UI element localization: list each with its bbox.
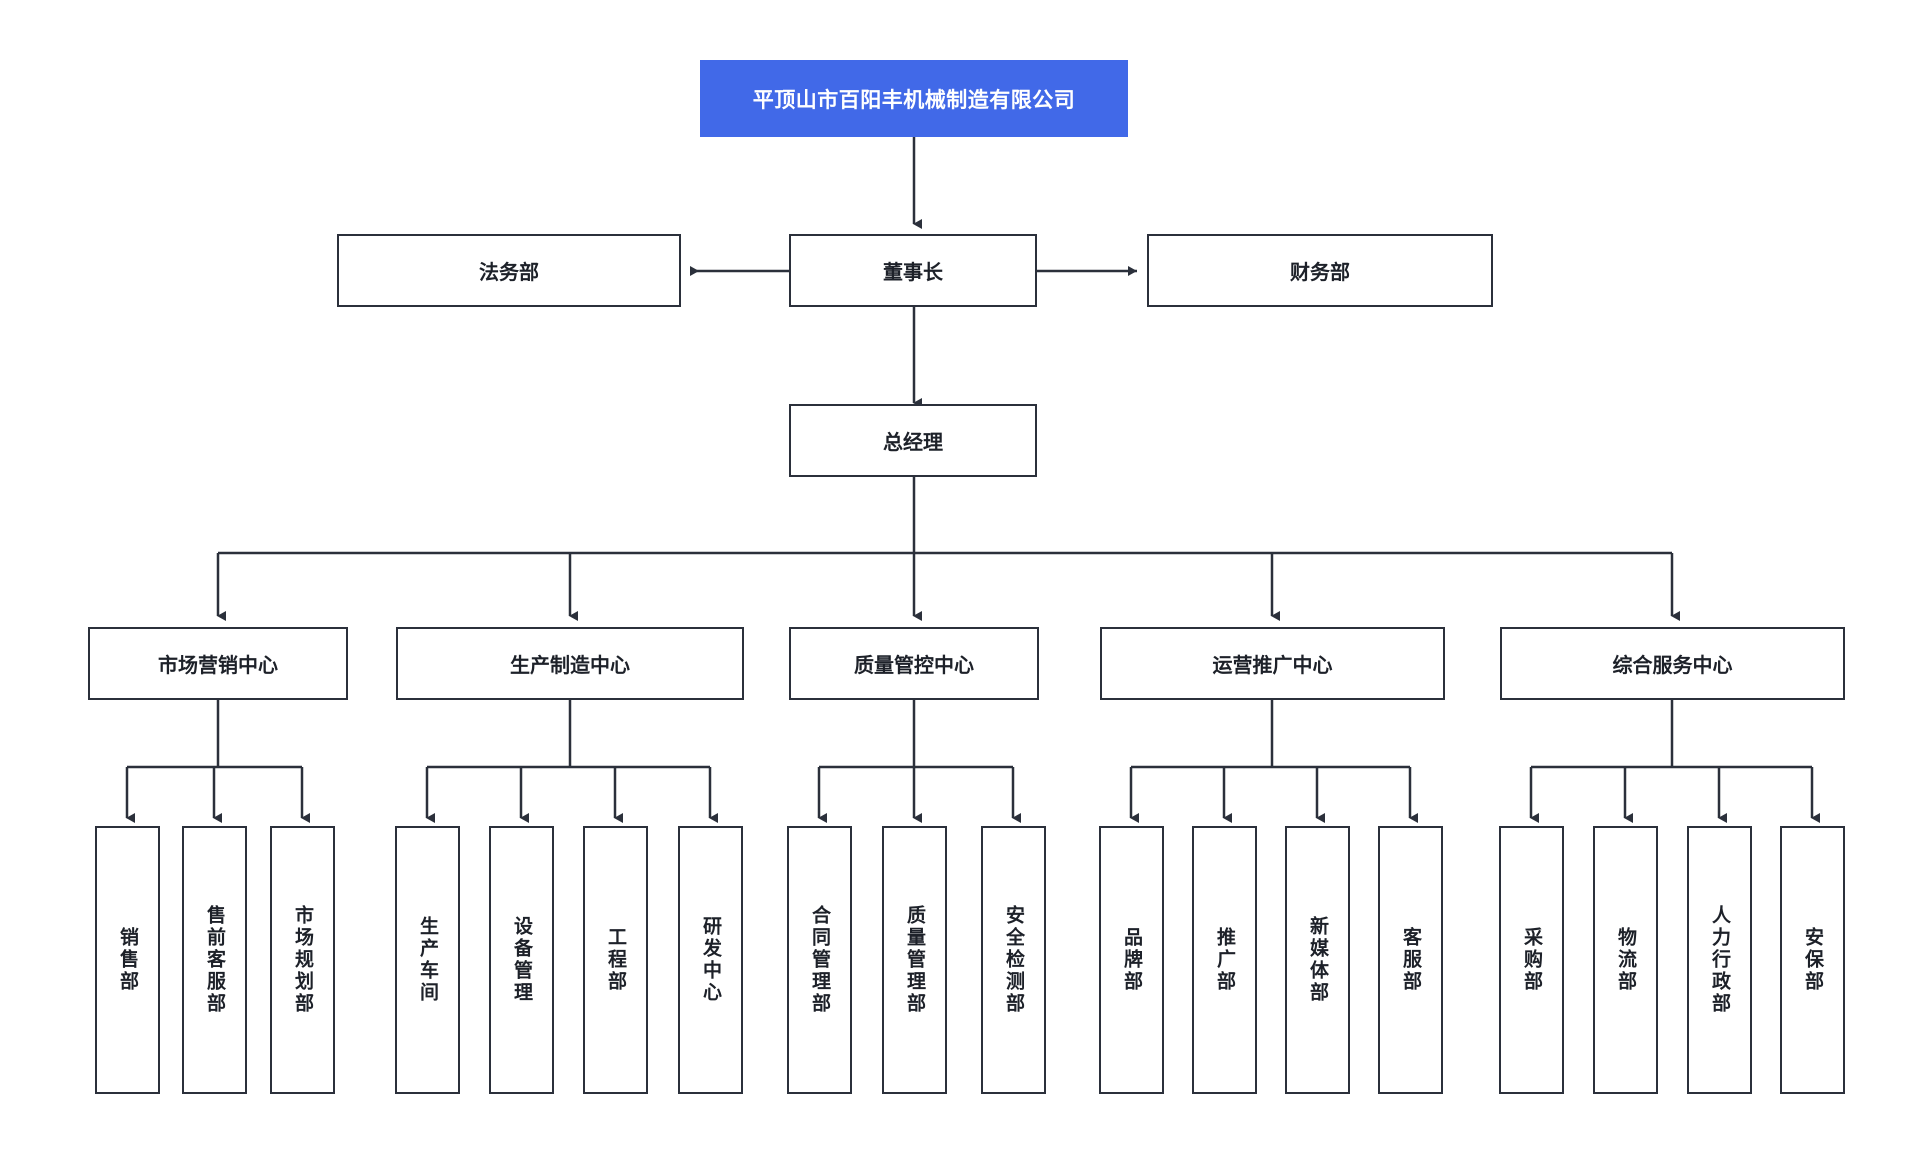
department-label-equipment-management: 设备管理	[511, 916, 532, 1004]
department-node-procurement[interactable]: 采购部	[1499, 826, 1564, 1094]
department-label-quality-management: 质量管理部	[904, 905, 925, 1015]
center-node-quality[interactable]: 质量管控中心	[789, 627, 1039, 700]
company-root-label: 平顶山市百阳丰机械制造有限公司	[752, 88, 1076, 112]
department-label-engineering: 工程部	[605, 927, 626, 993]
department-label-customer-service: 客服部	[1400, 927, 1421, 993]
center-label-operations: 运营推广中心	[1212, 655, 1333, 677]
finance-department-node[interactable]: 财务部	[1147, 234, 1493, 307]
department-node-customer-service[interactable]: 客服部	[1378, 826, 1443, 1094]
center-label-production: 生产制造中心	[510, 655, 630, 677]
department-node-safety-inspection[interactable]: 安全检测部	[981, 826, 1046, 1094]
department-label-brand: 品牌部	[1121, 927, 1142, 993]
department-label-presales-service: 售前客服部	[204, 905, 225, 1015]
department-node-logistics[interactable]: 物流部	[1593, 826, 1658, 1094]
legal-department-node[interactable]: 法务部	[337, 234, 681, 307]
center-node-marketing[interactable]: 市场营销中心	[88, 627, 348, 700]
center-label-marketing: 市场营销中心	[158, 655, 278, 677]
department-node-promotion[interactable]: 推广部	[1192, 826, 1257, 1094]
center-node-operations[interactable]: 运营推广中心	[1100, 627, 1445, 700]
department-label-security: 安保部	[1802, 927, 1823, 993]
center-label-general-services: 综合服务中心	[1612, 655, 1733, 677]
company-root-node[interactable]: 平顶山市百阳丰机械制造有限公司	[700, 60, 1128, 137]
department-label-promotion: 推广部	[1214, 927, 1235, 993]
department-node-quality-management[interactable]: 质量管理部	[882, 826, 947, 1094]
department-label-contract-management: 合同管理部	[809, 905, 830, 1015]
department-node-presales-service[interactable]: 售前客服部	[182, 826, 247, 1094]
general-manager-node[interactable]: 总经理	[789, 404, 1037, 477]
department-node-production-workshop[interactable]: 生产车间	[395, 826, 460, 1094]
department-label-logistics: 物流部	[1615, 927, 1636, 993]
department-node-sales[interactable]: 销售部	[95, 826, 160, 1094]
department-label-hr-administration: 人力行政部	[1709, 905, 1730, 1015]
center-label-quality: 质量管控中心	[854, 655, 974, 677]
department-node-security[interactable]: 安保部	[1780, 826, 1845, 1094]
department-node-market-planning[interactable]: 市场规划部	[270, 826, 335, 1094]
chairman-label: 董事长	[883, 262, 943, 284]
department-label-market-planning: 市场规划部	[292, 905, 313, 1015]
department-node-brand[interactable]: 品牌部	[1099, 826, 1164, 1094]
center-node-production[interactable]: 生产制造中心	[396, 627, 744, 700]
department-node-engineering[interactable]: 工程部	[583, 826, 648, 1094]
department-node-equipment-management[interactable]: 设备管理	[489, 826, 554, 1094]
department-label-sales: 销售部	[117, 927, 138, 993]
department-label-new-media: 新媒体部	[1307, 916, 1328, 1004]
department-label-safety-inspection: 安全检测部	[1003, 905, 1024, 1015]
department-node-contract-management[interactable]: 合同管理部	[787, 826, 852, 1094]
department-node-hr-administration[interactable]: 人力行政部	[1687, 826, 1752, 1094]
department-label-procurement: 采购部	[1521, 927, 1542, 993]
general-manager-label: 总经理	[883, 432, 943, 454]
department-label-rnd-center: 研发中心	[700, 916, 721, 1004]
chairman-node[interactable]: 董事长	[789, 234, 1037, 307]
department-node-new-media[interactable]: 新媒体部	[1285, 826, 1350, 1094]
finance-department-label: 财务部	[1290, 262, 1350, 284]
center-node-general-services[interactable]: 综合服务中心	[1500, 627, 1845, 700]
legal-department-label: 法务部	[479, 262, 539, 284]
department-label-production-workshop: 生产车间	[417, 916, 438, 1004]
department-node-rnd-center[interactable]: 研发中心	[678, 826, 743, 1094]
